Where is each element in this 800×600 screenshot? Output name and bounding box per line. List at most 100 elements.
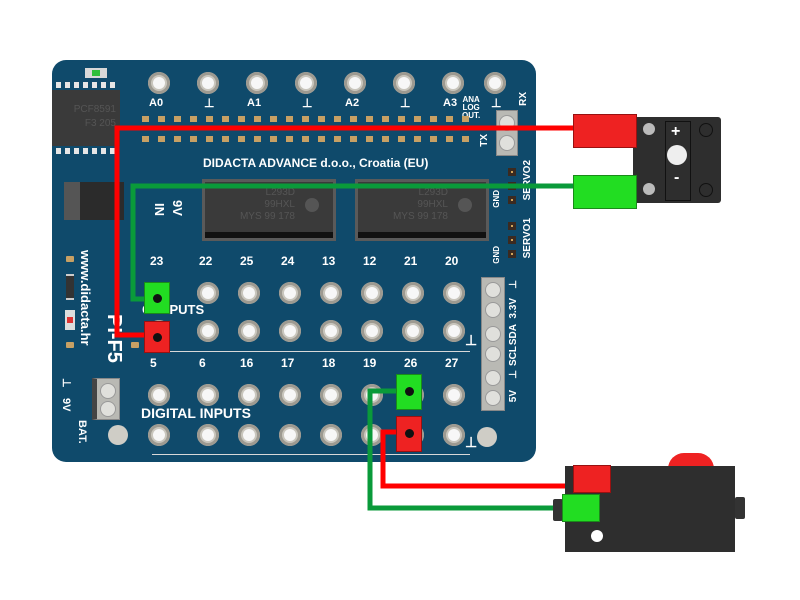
output-pin-number: 12: [363, 254, 377, 268]
output-pin-number: 23: [150, 254, 164, 268]
label-a2: A2: [345, 97, 360, 109]
driver-chip-2: L293D 99HXL MYS 99 178: [355, 179, 489, 241]
adc-chip: PCF8591 F3 205: [52, 90, 120, 146]
smd-resistor: [66, 274, 74, 300]
pin-a2[interactable]: [344, 72, 366, 94]
pin-in-bottom-4[interactable]: [279, 424, 301, 446]
adc-chip-pins-bottom: [56, 148, 116, 154]
pin-in-bottom-2[interactable]: [197, 424, 219, 446]
driver-chip-1-line2: 99HXL: [264, 199, 295, 210]
pin-in-top-8[interactable]: [443, 384, 465, 406]
pin-in-bottom-8[interactable]: [443, 424, 465, 446]
connector-input-26-bottom[interactable]: [396, 416, 422, 452]
pin-in-bottom-1[interactable]: [148, 424, 170, 446]
switch-red-plug[interactable]: [573, 465, 611, 493]
pin-out-top-7[interactable]: [402, 282, 424, 304]
website-label: www.didacta.hr: [78, 250, 93, 346]
label-a3: A3: [443, 97, 458, 109]
led-plus-label: +: [671, 123, 681, 140]
servo1-pin-1[interactable]: [508, 222, 516, 230]
pin-in-bottom-3[interactable]: [238, 424, 260, 446]
pin-in-top-3[interactable]: [238, 384, 260, 406]
rx-tx-terminal[interactable]: [496, 110, 518, 156]
led-bulb: [667, 145, 687, 165]
pin-a3[interactable]: [442, 72, 464, 94]
wire-green-input: [367, 388, 568, 511]
pin-out-bottom-6[interactable]: [361, 320, 383, 342]
power-jack[interactable]: [64, 182, 124, 220]
pin-in-top-2[interactable]: [197, 384, 219, 406]
pad-row-1: [142, 116, 472, 122]
led-module-green-plug[interactable]: [573, 175, 637, 209]
output-pin-number: 13: [322, 254, 336, 268]
status-led: [85, 68, 107, 78]
servo1-pin-3[interactable]: [508, 250, 516, 258]
connector-input-26-top[interactable]: [396, 374, 422, 410]
pin-out-bottom-3[interactable]: [238, 320, 260, 342]
battery-terminal[interactable]: [92, 378, 120, 420]
smd-pad: [131, 342, 139, 348]
pin-out-bottom-5[interactable]: [320, 320, 342, 342]
mounting-hole: [108, 425, 128, 445]
wire-red-output: [114, 125, 580, 338]
inputs-ground-bus: [152, 454, 470, 455]
connector-output-23[interactable]: [144, 282, 170, 314]
driver-chip-2-line1: L293D: [418, 187, 448, 198]
pin-out-top-4[interactable]: [279, 282, 301, 304]
servo2-pin-3[interactable]: [508, 196, 516, 204]
driver-chip-1-line1: L293D: [265, 187, 295, 198]
outputs-gnd-symbol: ⊥: [465, 332, 478, 348]
label-gnd-2: ⊥: [302, 96, 313, 110]
input-pin-number: 18: [322, 356, 336, 370]
label-a1: A1: [247, 97, 262, 109]
input-pin-number: 5: [150, 356, 157, 370]
pin-gnd-1[interactable]: [197, 72, 219, 94]
switch-tab: [735, 497, 745, 519]
pin-gnd-4[interactable]: [484, 72, 506, 94]
label-gnd-1: ⊥: [204, 96, 215, 110]
pin-in-bottom-5[interactable]: [320, 424, 342, 446]
label-bat-gnd: ⊥: [60, 378, 72, 388]
pin-out-bottom-8[interactable]: [443, 320, 465, 342]
input-pin-number: 27: [445, 356, 459, 370]
connector-output-5[interactable]: [144, 321, 170, 353]
digital-inputs-title: DIGITAL INPUTS: [141, 405, 251, 421]
led-module-red-plug[interactable]: [573, 114, 637, 148]
adc-chip-label-1: PCF8591: [73, 104, 116, 115]
label-bat-9v: 9V: [60, 398, 72, 412]
input-pin-number: 6: [199, 356, 206, 370]
adc-chip-label-2: F3 205: [84, 118, 116, 129]
pin-out-top-6[interactable]: [361, 282, 383, 304]
pin-out-top-3[interactable]: [238, 282, 260, 304]
mounting-hole: [477, 427, 497, 447]
input-pin-number: 16: [240, 356, 254, 370]
servo1-pin-2[interactable]: [508, 236, 516, 244]
driver-chip-2-line3: MYS 99 178: [392, 211, 448, 222]
output-pin-number: 24: [281, 254, 295, 268]
pin-out-bottom-7[interactable]: [402, 320, 424, 342]
smd-led: [65, 310, 75, 330]
inputs-gnd-symbol: ⊥: [465, 434, 478, 450]
pin-out-bottom-2[interactable]: [197, 320, 219, 342]
led-module[interactable]: + -: [633, 117, 721, 203]
input-pin-number: 17: [281, 356, 295, 370]
pin-in-top-4[interactable]: [279, 384, 301, 406]
pin-in-top-5[interactable]: [320, 384, 342, 406]
servo2-pin-1[interactable]: [508, 168, 516, 176]
pin-gnd-3[interactable]: [393, 72, 415, 94]
pin-gnd-2[interactable]: [295, 72, 317, 94]
label-in: IN: [152, 203, 167, 216]
switch-tab: [553, 499, 563, 521]
pin-a1[interactable]: [246, 72, 268, 94]
pin-out-top-2[interactable]: [197, 282, 219, 304]
label-gnd-4: ⊥: [491, 96, 502, 110]
pin-in-top-1[interactable]: [148, 384, 170, 406]
pin-out-bottom-4[interactable]: [279, 320, 301, 342]
led-minus-label: -: [674, 169, 680, 186]
pad-row-2: [142, 136, 472, 142]
pin-a0[interactable]: [148, 72, 170, 94]
power-i2c-terminal[interactable]: [481, 277, 505, 411]
pin-out-top-8[interactable]: [443, 282, 465, 304]
pin-out-top-5[interactable]: [320, 282, 342, 304]
switch-green-plug[interactable]: [562, 494, 600, 522]
